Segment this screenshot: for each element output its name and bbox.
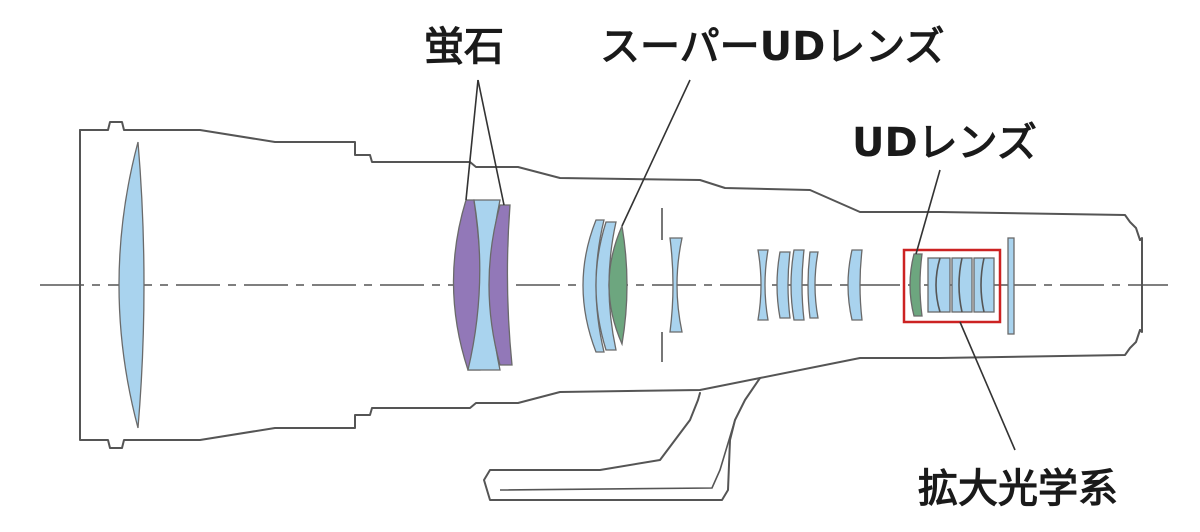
tripod-foot [483, 377, 761, 501]
rear-group-lens [847, 249, 863, 321]
mid-lens-1 [669, 237, 683, 333]
label-super-ud-lens: スーパーUDレンズ [600, 24, 944, 70]
label-magnifying-system: 拡大光学系 [918, 466, 1118, 512]
focus-lens-1 [757, 249, 769, 321]
extender-lens-3 [973, 257, 995, 313]
magnifying-system-leader [959, 321, 1016, 451]
focus-lens-2 [776, 251, 791, 319]
super-ud-leader [621, 79, 691, 227]
fluorite-leader-1 [465, 79, 479, 201]
magnifying-system-highlight-box [902, 248, 1002, 324]
ud-lens [909, 253, 923, 317]
label-fluorite: 蛍石 [424, 24, 504, 70]
focus-lens-3 [790, 249, 805, 321]
glass-lens-sud-1 [582, 219, 605, 353]
rear-filter [1007, 237, 1015, 335]
barrel-outline-bottom [79, 129, 1141, 449]
glass-lens-sud-2 [595, 221, 617, 351]
label-ud-lens: UDレンズ [852, 120, 1037, 166]
barrel-outline-top [79, 121, 1141, 241]
tripod-foot-inner [499, 419, 736, 491]
front-lens-element [118, 141, 145, 429]
fluorite-lens-2 [488, 204, 513, 366]
extender-lens-1 [927, 257, 951, 313]
extender-curves [935, 257, 985, 313]
fluorite-leader-2 [477, 79, 505, 206]
focus-lens-4 [807, 251, 819, 319]
super-ud-lens [608, 223, 628, 347]
ud-leader [915, 169, 941, 255]
extender-lens-2 [951, 257, 973, 313]
